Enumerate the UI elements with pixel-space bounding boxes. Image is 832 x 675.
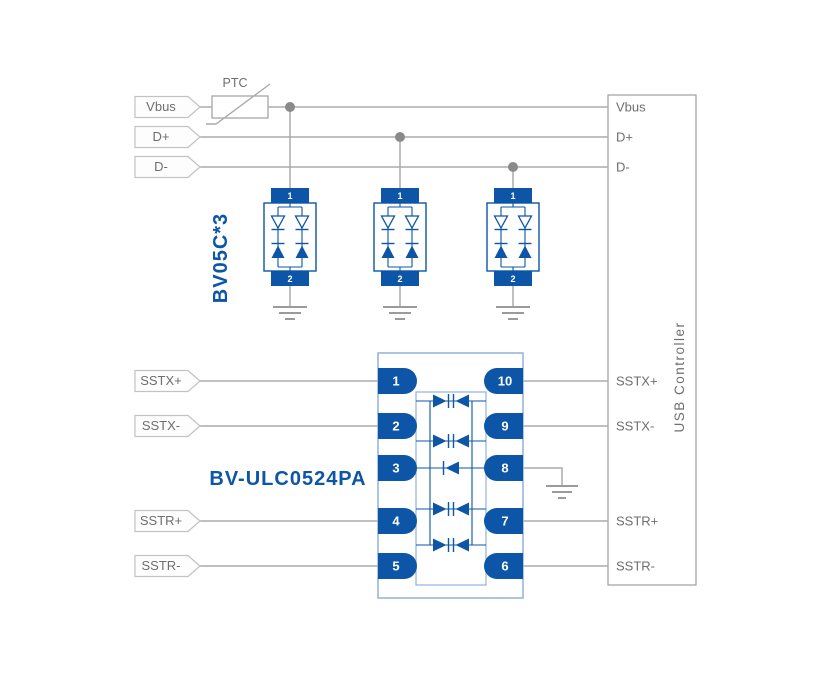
chip-left-pins: 1 2 3 4 5 <box>378 368 417 579</box>
junction-dot <box>285 102 295 112</box>
pin-number-1: 1 <box>392 374 399 389</box>
ptc-label: PTC <box>223 76 248 90</box>
ptc-component: PTC <box>206 76 271 125</box>
pin-shape-3 <box>378 455 417 481</box>
tvs-pin-bottom-label: 2 <box>397 274 402 284</box>
tvs-device-3: 1 2 <box>486 187 540 320</box>
controller-pin-sstx-minus: SSTX- <box>616 419 654 434</box>
controller-pin-d-minus: D- <box>616 160 630 175</box>
pin-shape-5 <box>378 553 417 579</box>
diode <box>455 394 469 408</box>
esd-chip-part-label: BV-ULC0524PA <box>209 468 366 490</box>
junction-dots <box>285 102 518 172</box>
pin-number-2: 2 <box>392 419 399 434</box>
diode <box>433 538 447 552</box>
pin-number-9: 9 <box>501 419 508 434</box>
tag-shape <box>134 95 201 119</box>
tag-shape <box>134 414 201 438</box>
tvs-pin-top-label: 1 <box>287 191 292 201</box>
tvs-device-graphic <box>263 187 317 320</box>
tag-label: SSTR- <box>142 558 181 573</box>
pin-number-3: 3 <box>392 461 399 476</box>
tag-shape <box>134 369 201 393</box>
tag-label: SSTX+ <box>140 373 182 388</box>
esd-protection-chip: 1 2 3 4 5 10 9 8 7 6 BV-ULC0524PA <box>209 352 524 599</box>
input-tags: Vbus D+ D- SSTX+ SSTX- SSTR+ SSTR- <box>134 95 201 578</box>
pin-number-5: 5 <box>392 559 399 574</box>
chip-internal-diodes <box>416 394 486 552</box>
diode <box>455 502 469 516</box>
tvs-device-1: 1 2 <box>263 187 317 320</box>
junction-dot <box>395 132 405 142</box>
input-tag-d-plus: D+ <box>134 125 201 149</box>
diode <box>455 434 469 448</box>
usb-controller-box <box>607 94 697 586</box>
pin-number-10: 10 <box>498 374 512 389</box>
tag-label: Vbus <box>146 99 176 114</box>
tag-shape <box>134 509 201 533</box>
pin-number-6: 6 <box>501 559 508 574</box>
input-tag-d-minus: D- <box>134 155 201 179</box>
tvs-pin-top-label: 1 <box>397 191 402 201</box>
diode <box>445 461 459 475</box>
usb-controller-outline <box>607 94 697 586</box>
controller-pin-vbus: Vbus <box>616 100 646 115</box>
input-tag-sstr-plus: SSTR+ <box>134 509 201 533</box>
pin-shape-4 <box>378 508 417 534</box>
junction-dot <box>508 162 518 172</box>
controller-pin-sstr-plus: SSTR+ <box>616 514 658 529</box>
ptc-strike-line <box>206 83 271 125</box>
pin-shape-8 <box>484 455 523 481</box>
tvs-part-label: BV05C*3 <box>210 213 232 303</box>
usb-controller-labels: Vbus D+ D- SSTX+ SSTX- SSTR+ SSTR- USB C… <box>616 100 687 574</box>
controller-pin-sstx-plus: SSTX+ <box>616 374 658 389</box>
tvs-pin-bottom-label: 2 <box>510 274 515 284</box>
pin-shape-9 <box>484 413 523 439</box>
pin-shape-1 <box>378 368 417 394</box>
diode <box>433 502 447 516</box>
tvs-device-2: 1 2 <box>373 187 427 320</box>
ground-symbol-pin8 <box>546 485 578 499</box>
pin-shape-10 <box>484 368 523 394</box>
input-tag-sstr-minus: SSTR- <box>134 554 201 578</box>
tvs-device-graphic <box>486 187 540 320</box>
controller-pin-sstr-minus: SSTR- <box>616 559 655 574</box>
internal-bus-lines <box>429 401 473 545</box>
usb-controller-label: USB Controller <box>672 321 687 432</box>
input-tag-sstx-plus: SSTX+ <box>134 369 201 393</box>
tag-shape <box>134 125 201 149</box>
tvs-pin-bottom-label: 2 <box>287 274 292 284</box>
chip-right-pins: 10 9 8 7 6 <box>484 368 523 579</box>
tag-shape <box>134 155 201 179</box>
tag-label: D+ <box>153 129 170 144</box>
tag-shape <box>134 554 201 578</box>
diode <box>433 394 447 408</box>
input-tag-vbus: Vbus <box>134 95 201 119</box>
pin-number-8: 8 <box>501 461 508 476</box>
chip-inner-box <box>415 391 487 586</box>
tag-label: SSTR+ <box>140 513 182 528</box>
diode <box>455 538 469 552</box>
pin-shape-7 <box>484 508 523 534</box>
tvs-pin-top-label: 1 <box>510 191 515 201</box>
tag-label: D- <box>154 159 168 174</box>
input-tag-sstx-minus: SSTX- <box>134 414 201 438</box>
ground-bars <box>546 485 578 499</box>
tvs-diode-array: 1 2 1 2 1 2 BV05C*3 <box>210 187 540 320</box>
tag-label: SSTX- <box>142 418 180 433</box>
pin-shape-2 <box>378 413 417 439</box>
pin-number-7: 7 <box>501 514 508 529</box>
tvs-device-graphic <box>373 187 427 320</box>
pin-number-4: 4 <box>392 514 400 529</box>
controller-pin-d-plus: D+ <box>616 130 633 145</box>
diode <box>433 434 447 448</box>
wire-pin8-ground <box>523 467 563 486</box>
pin-shape-6 <box>484 553 523 579</box>
